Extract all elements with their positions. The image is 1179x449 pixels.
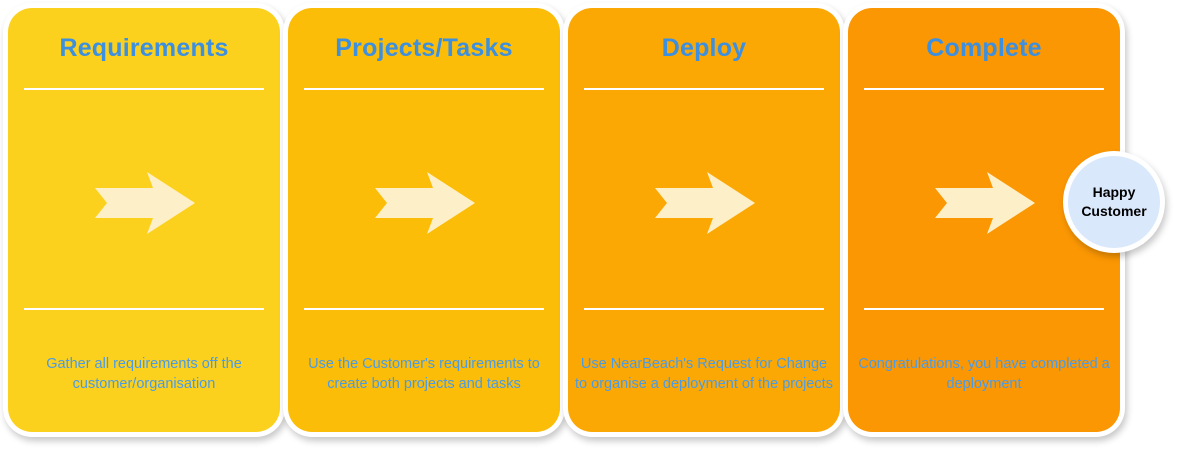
right-arrow-icon (375, 172, 475, 234)
right-arrow-icon (655, 172, 755, 234)
stage-title: Requirements (59, 34, 229, 62)
right-arrow-icon (95, 172, 195, 234)
divider-top (24, 88, 264, 90)
stage-requirements: Requirements Gather all requirements off… (8, 8, 280, 432)
right-arrow-icon (935, 172, 1035, 234)
divider-bottom (304, 308, 544, 310)
stage-description: Use NearBeach's Request for Change to or… (575, 356, 833, 392)
stage-description: Use the Customer's requirements to creat… (308, 356, 540, 392)
divider-top (304, 88, 544, 90)
divider-bottom (24, 308, 264, 310)
stage-title: Complete (926, 34, 1042, 62)
stage-deploy: Deploy Use NearBeach's Request for Chang… (568, 8, 840, 432)
stage-projects-tasks: Projects/Tasks Use the Customer's requir… (288, 8, 560, 432)
divider-bottom (864, 308, 1104, 310)
stage-title: Deploy (661, 34, 747, 62)
stage-description: Congratulations, you have completed a de… (858, 356, 1110, 392)
stage-description: Gather all requirements off the customer… (46, 356, 242, 392)
divider-top (584, 88, 824, 90)
happy-customer-label: Happy Customer (1081, 184, 1147, 219)
stage-title: Projects/Tasks (335, 34, 513, 62)
divider-bottom (584, 308, 824, 310)
happy-customer-node: Happy Customer (1068, 156, 1160, 248)
divider-top (864, 88, 1104, 90)
